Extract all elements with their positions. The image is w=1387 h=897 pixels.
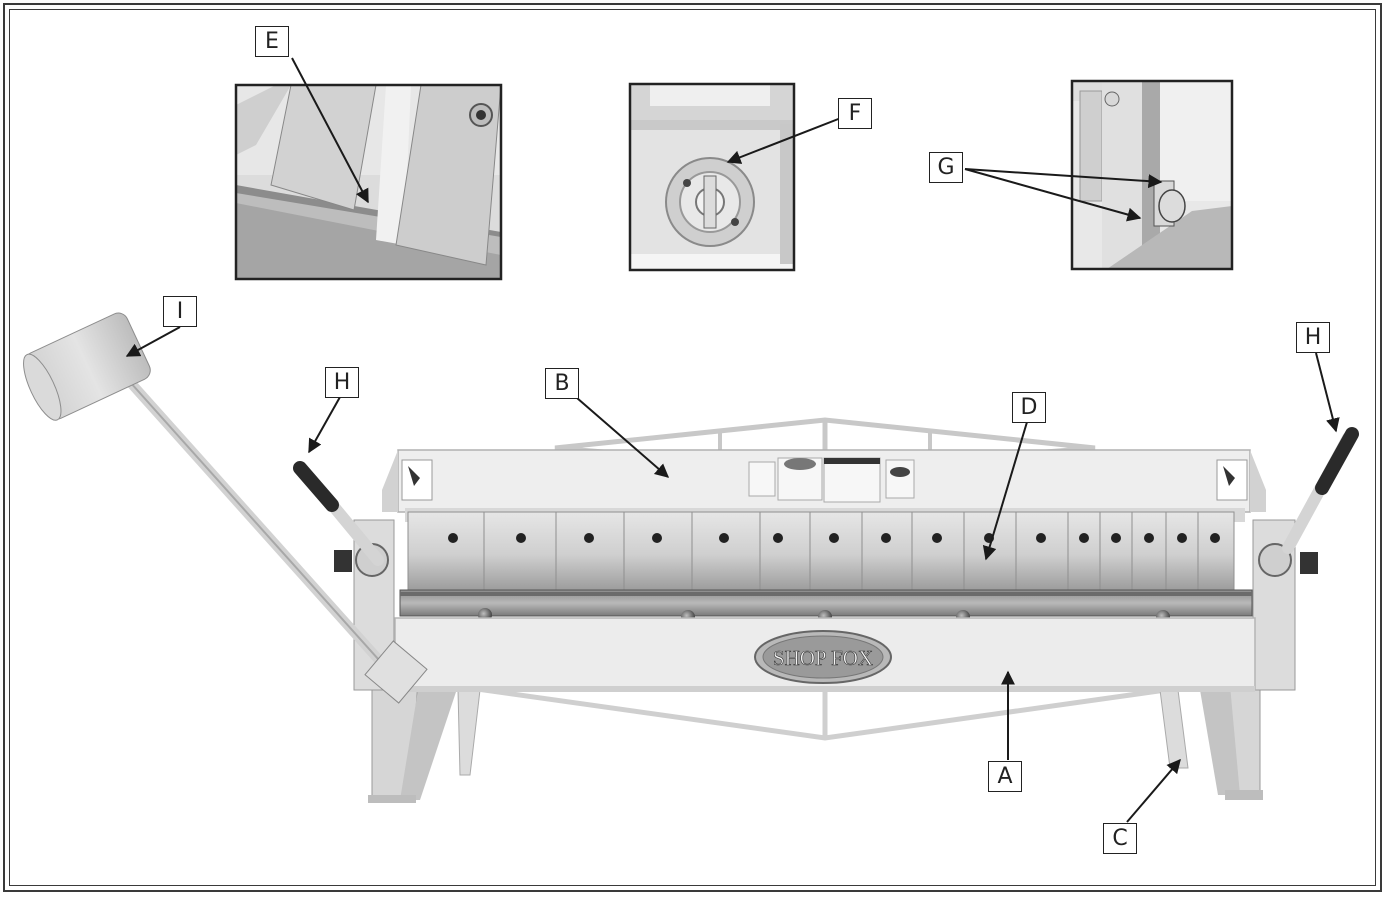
brand-badge: SHOP FOX	[754, 630, 892, 684]
inset-photo-e	[234, 83, 503, 281]
callout-e: E	[255, 26, 289, 57]
clamp-fingers	[407, 511, 1235, 591]
callout-f: F	[838, 98, 872, 129]
safety-labels	[401, 457, 1248, 503]
callout-g: G	[929, 152, 963, 183]
callout-a: A	[988, 761, 1022, 792]
inset-photo-f	[628, 82, 796, 272]
callout-c: C	[1103, 823, 1137, 854]
inner-frame	[9, 9, 1376, 886]
outer-frame	[3, 3, 1382, 892]
callout-d: D	[1012, 392, 1046, 423]
callout-i: I	[163, 296, 197, 327]
brake-machine: SHOP FOX	[23, 312, 1359, 803]
callout-h-left: H	[325, 367, 359, 398]
leader-lines	[125, 57, 1340, 823]
callout-b: B	[545, 368, 579, 399]
inset-photo-g	[1070, 79, 1234, 271]
brand-badge-text: SHOP FOX	[773, 646, 873, 670]
callout-h-right: H	[1296, 322, 1330, 353]
